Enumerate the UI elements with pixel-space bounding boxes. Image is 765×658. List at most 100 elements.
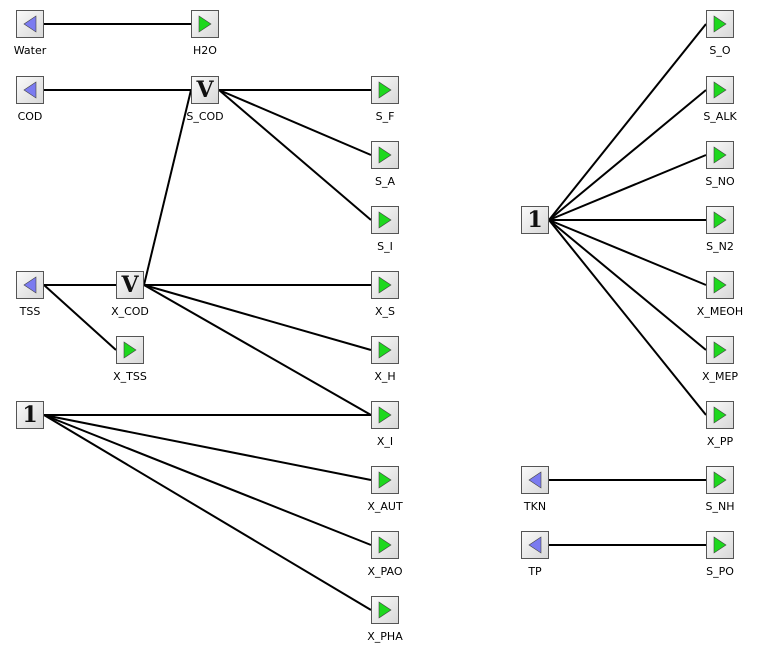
- triangle-right-icon: [713, 406, 727, 424]
- block-label: S_NH: [705, 500, 735, 513]
- block-s-f[interactable]: [371, 76, 399, 104]
- wire-s_cod-to-s_i[interactable]: [218, 89, 372, 221]
- block-label: X_I: [376, 435, 394, 448]
- block-label: S_NO: [705, 175, 735, 188]
- block-label: X_PHA: [367, 630, 403, 643]
- block-label: S_N2: [706, 240, 734, 253]
- block-label: X_PP: [706, 435, 734, 448]
- block-tss[interactable]: [16, 271, 44, 299]
- wire-tss-to-x_tss[interactable]: [43, 284, 117, 351]
- block-x-mep[interactable]: [706, 336, 734, 364]
- block-x-tss[interactable]: [116, 336, 144, 364]
- triangle-right-icon: [378, 406, 392, 424]
- block-label: S_ALK: [703, 110, 737, 123]
- block-label: TSS: [19, 305, 41, 318]
- wire-x_cod-to-x_h[interactable]: [143, 284, 372, 351]
- wire-const2-to-x_mep[interactable]: [548, 219, 707, 351]
- block-label: S_PO: [706, 565, 734, 578]
- wire-const1-to-x_pha[interactable]: [43, 414, 372, 611]
- triangle-left-icon: [528, 536, 542, 554]
- block-s-nh[interactable]: [706, 466, 734, 494]
- triangle-right-icon: [713, 276, 727, 294]
- block-label: X_H: [374, 370, 396, 383]
- block-label: S_F: [375, 110, 395, 123]
- constant-value: 1: [527, 207, 543, 233]
- triangle-right-icon: [378, 146, 392, 164]
- block-x-pp[interactable]: [706, 401, 734, 429]
- block-s-no[interactable]: [706, 141, 734, 169]
- wire-s_cod-to-s_a[interactable]: [218, 89, 372, 156]
- block-h2o[interactable]: [191, 10, 219, 38]
- block-label: H2O: [193, 44, 217, 57]
- triangle-right-icon: [378, 211, 392, 229]
- block-label: S_O: [709, 44, 731, 57]
- wire-const1-to-x_pao[interactable]: [43, 414, 372, 546]
- wire-const2-to-s_o[interactable]: [548, 23, 707, 221]
- block-label: Water: [13, 44, 47, 57]
- block-label: X_COD: [111, 305, 149, 318]
- block-x-pao[interactable]: [371, 531, 399, 559]
- block-label: S_A: [374, 175, 395, 188]
- block-s-po[interactable]: [706, 531, 734, 559]
- block-label: X_MEOH: [696, 305, 744, 318]
- block-cod[interactable]: [16, 76, 44, 104]
- triangle-left-icon: [23, 81, 37, 99]
- block-x-cod[interactable]: V: [116, 271, 144, 299]
- block-label: X_AUT: [367, 500, 403, 513]
- triangle-right-icon: [378, 81, 392, 99]
- block-label: X_S: [374, 305, 396, 318]
- block-x-i[interactable]: [371, 401, 399, 429]
- triangle-right-icon: [378, 341, 392, 359]
- wire-x_cod-to-s_cod[interactable]: [143, 89, 192, 286]
- block-x-aut[interactable]: [371, 466, 399, 494]
- triangle-right-icon: [713, 15, 727, 33]
- block-s-n2[interactable]: [706, 206, 734, 234]
- wire-const2-to-x_pp[interactable]: [548, 219, 707, 416]
- block-s-a[interactable]: [371, 141, 399, 169]
- triangle-right-icon: [713, 146, 727, 164]
- block-s-i[interactable]: [371, 206, 399, 234]
- triangle-right-icon: [378, 536, 392, 554]
- constant-value: 1: [22, 402, 38, 428]
- block-x-h[interactable]: [371, 336, 399, 364]
- block-s-o[interactable]: [706, 10, 734, 38]
- block-label: X_TSS: [113, 370, 147, 383]
- triangle-right-icon: [378, 276, 392, 294]
- block-x-meoh[interactable]: [706, 271, 734, 299]
- split-symbol: V: [121, 272, 139, 298]
- block-label: X_MEP: [701, 370, 739, 383]
- block-const1[interactable]: 1: [16, 401, 44, 429]
- triangle-right-icon: [378, 471, 392, 489]
- block-label: S_I: [377, 240, 393, 253]
- block-tkn[interactable]: [521, 466, 549, 494]
- triangle-left-icon: [528, 471, 542, 489]
- block-label: S_COD: [186, 110, 224, 123]
- block-s-cod[interactable]: V: [191, 76, 219, 104]
- block-label: X_PAO: [367, 565, 403, 578]
- triangle-right-icon: [198, 15, 212, 33]
- triangle-right-icon: [713, 536, 727, 554]
- block-s-alk[interactable]: [706, 76, 734, 104]
- wire-const2-to-x_meoh[interactable]: [548, 219, 707, 286]
- triangle-right-icon: [123, 341, 137, 359]
- block-x-s[interactable]: [371, 271, 399, 299]
- block-const2[interactable]: 1: [521, 206, 549, 234]
- block-tp[interactable]: [521, 531, 549, 559]
- wire-x_cod-to-x_i[interactable]: [143, 284, 372, 416]
- triangle-left-icon: [23, 276, 37, 294]
- block-label: COD: [17, 110, 43, 123]
- triangle-right-icon: [713, 211, 727, 229]
- triangle-right-icon: [378, 601, 392, 619]
- block-label: TP: [528, 565, 542, 578]
- wire-const2-to-s_no[interactable]: [548, 154, 707, 221]
- wire-const1-to-x_aut[interactable]: [43, 414, 372, 481]
- triangle-right-icon: [713, 81, 727, 99]
- triangle-right-icon: [713, 341, 727, 359]
- block-label: TKN: [523, 500, 547, 513]
- triangle-right-icon: [713, 471, 727, 489]
- wire-const2-to-s_alk[interactable]: [548, 89, 707, 221]
- triangle-left-icon: [23, 15, 37, 33]
- block-water[interactable]: [16, 10, 44, 38]
- block-x-pha[interactable]: [371, 596, 399, 624]
